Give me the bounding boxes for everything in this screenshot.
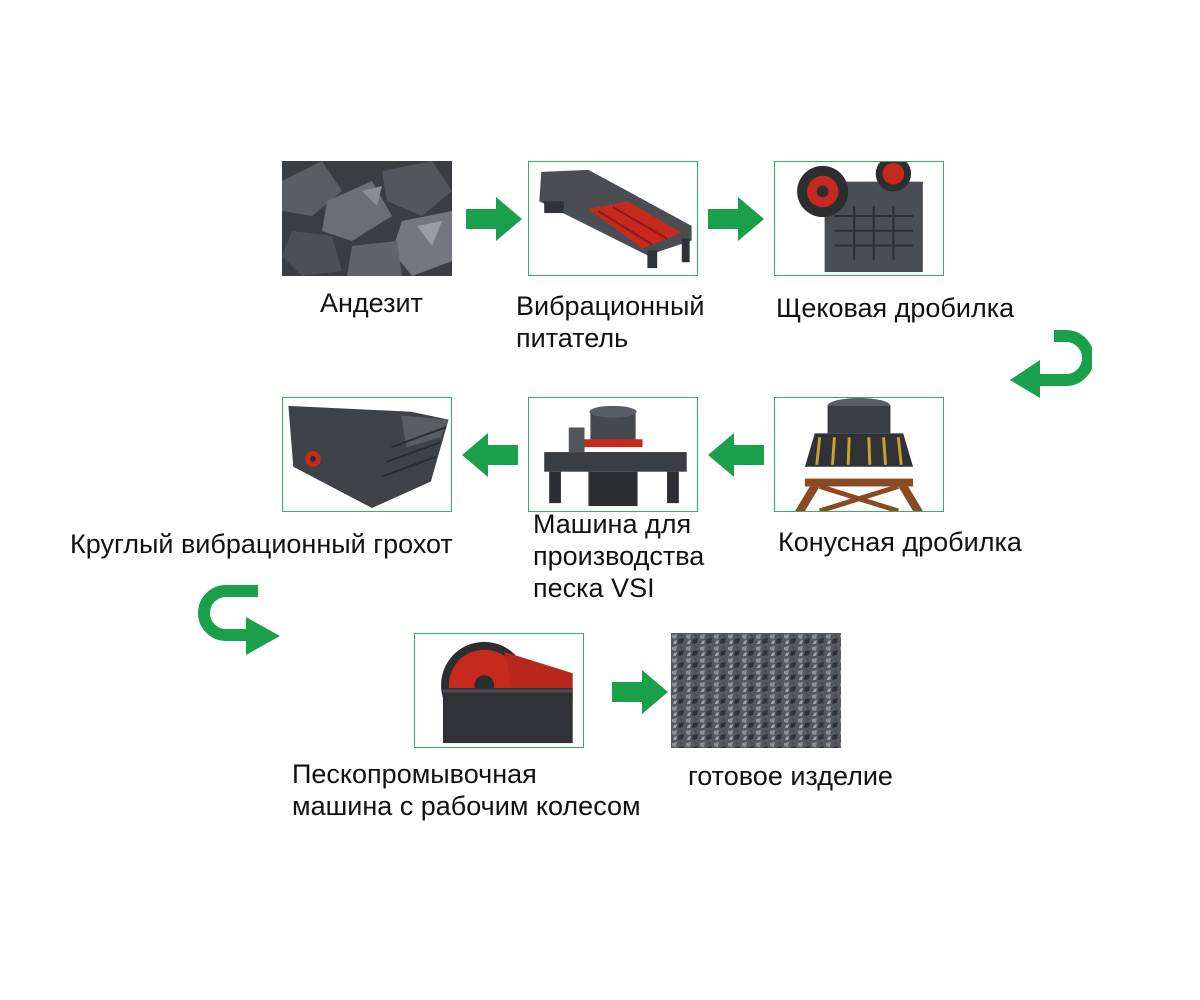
cone-crusher-icon [795, 398, 923, 511]
cone-crusher-image [774, 397, 944, 512]
wheel-sand-washer-icon [441, 641, 573, 744]
vibrating-feeder-image [528, 161, 698, 276]
vsi-sand-maker-image [528, 397, 698, 512]
vsi-sand-maker-icon [544, 405, 687, 507]
right-arrow-icon [708, 197, 764, 241]
wheel-sand-washer-image [414, 633, 584, 748]
vibrating-feeder-icon [539, 169, 692, 269]
step-label: Пескопромывочная машина с рабочим колесо… [292, 759, 641, 821]
step-label: Конусная дробилка [778, 527, 1022, 557]
circular-vibrating-screen-image [282, 397, 452, 512]
step-label: Машина для производства песка VSI [533, 509, 705, 603]
step-label: Андезит [320, 288, 423, 318]
gravel-icon [671, 633, 841, 748]
left-arrow-icon [708, 433, 764, 477]
right-arrow-icon [612, 670, 668, 714]
andesite-image [282, 161, 452, 276]
andesite-rocks-icon [282, 161, 452, 276]
jaw-crusher-image [774, 161, 944, 276]
u-turn-arrow-icon [1006, 330, 1094, 400]
right-arrow-icon [466, 197, 522, 241]
finished-gravel-image [671, 633, 841, 748]
u-turn-arrow-icon [196, 585, 282, 655]
left-arrow-icon [462, 433, 518, 477]
step-label: готовое изделие [688, 761, 893, 791]
jaw-crusher-icon [797, 162, 923, 273]
circular-vibrating-screen-icon [288, 405, 449, 509]
step-label: Круглый вибрационный грохот [70, 529, 453, 559]
step-label: Вибрационный питатель [516, 291, 705, 353]
step-label: Щековая дробилка [776, 293, 1015, 323]
